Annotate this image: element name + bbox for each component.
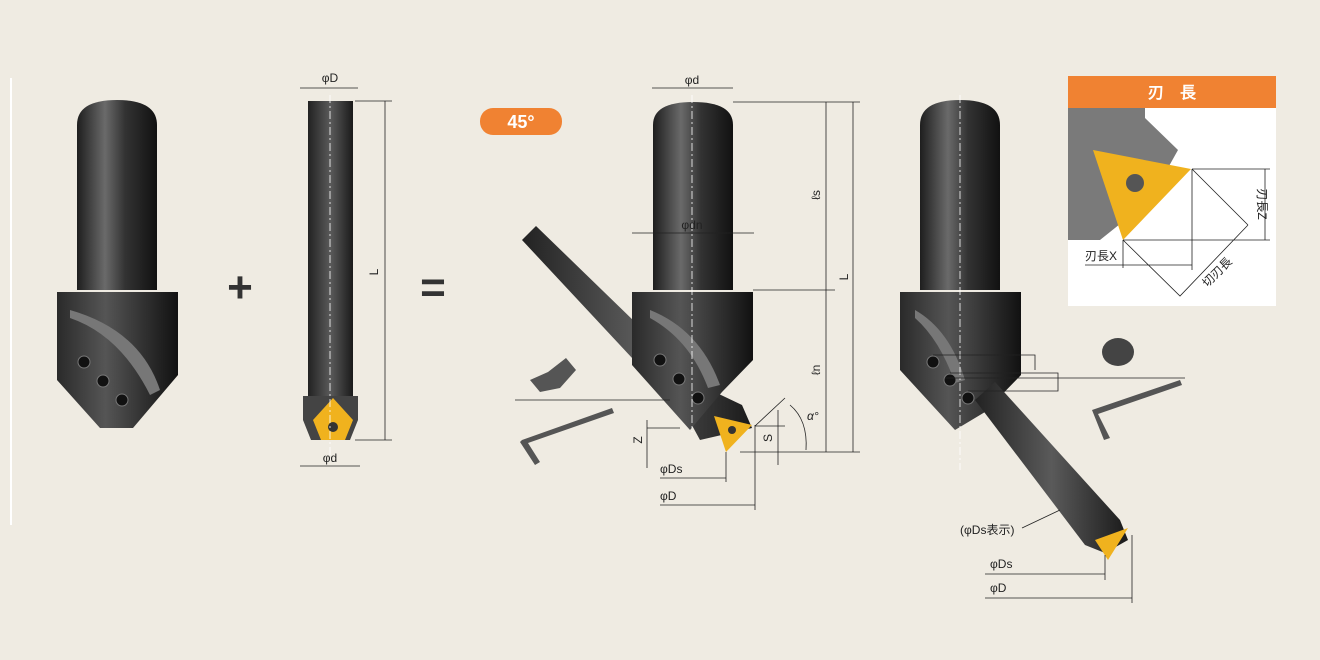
Z-label: Z (631, 436, 645, 443)
set-screw-icon (1102, 338, 1134, 366)
insert-icon (313, 398, 353, 440)
bar-diameter-label: φD (322, 71, 339, 85)
insert-icon (1093, 150, 1191, 240)
phi-d-label: φd (685, 73, 699, 87)
shank-diameter-label: φd (323, 451, 337, 465)
bar-length-label: L (367, 268, 381, 275)
hex-key-icon (520, 408, 614, 465)
inset-title: 刃 長 (1148, 84, 1197, 102)
blade-length-z-label: 刃長Z (1255, 188, 1269, 219)
ls-label: ℓs (809, 190, 823, 200)
S-label: S (761, 434, 775, 442)
plus-sign: + (227, 263, 253, 312)
cutting-length-inset: 刃 長 刃長Z 刃長X 切刃長 (1068, 76, 1276, 306)
alt-phi-D-label: φD (990, 581, 1007, 595)
ln-label: ℓn (809, 365, 823, 376)
angle-badge (480, 108, 562, 135)
phi-D-label: φD (660, 489, 677, 503)
angle-badge-label: 45° (507, 112, 534, 132)
alternate-tool: (φDs表示) φDs φD (900, 95, 1185, 603)
blade-length-x-label: 刃長X (1085, 249, 1117, 263)
insert-icon (1095, 528, 1128, 560)
insert-icon (714, 416, 752, 452)
boring-bar: φD L φd (300, 71, 392, 467)
holder-body (57, 100, 178, 428)
alpha-label: α° (807, 409, 819, 423)
L-label: L (837, 273, 851, 280)
assembled-tool: φd φdn ℓs L ℓn Z S α° φDs φD (515, 73, 860, 510)
alt-phi-Ds-label: φDs (990, 557, 1012, 571)
equals-sign: = (420, 263, 446, 312)
phi-Ds-label: φDs (660, 462, 682, 476)
phi-Ds-display-label: (φDs表示) (960, 523, 1014, 537)
phi-dn-label: φdn (681, 218, 702, 232)
hex-key-icon (1092, 380, 1182, 440)
screw-icon (530, 358, 576, 392)
